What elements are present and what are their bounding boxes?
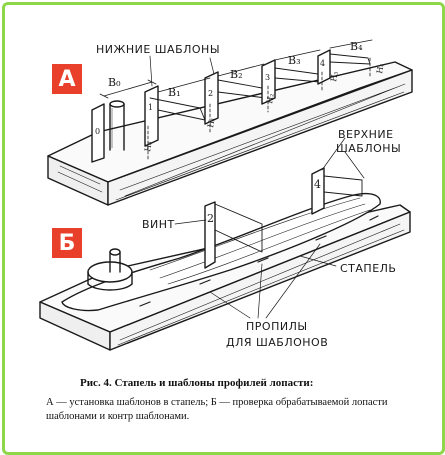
panel-b-drawing bbox=[39, 137, 411, 351]
dim-h0: H₀ bbox=[143, 141, 154, 153]
template-b4-number: 4 bbox=[314, 178, 321, 191]
dim-b1: B₁ bbox=[168, 86, 181, 99]
upper-templates-label-1: ВЕРХНИЕ bbox=[338, 128, 394, 141]
template-a0-number: 0 bbox=[95, 127, 100, 136]
dim-h3: H₃ bbox=[329, 71, 340, 83]
panel-a-drawing bbox=[47, 39, 413, 206]
dim-h4: H₄ bbox=[375, 63, 386, 75]
figure-caption-title: Рис. 4. Стапель и шаблоны профилей лопас… bbox=[80, 377, 314, 389]
dim-h1: H₁ bbox=[206, 117, 217, 129]
upper-templates-label-2: ШАБЛОНЫ bbox=[336, 142, 401, 155]
template-a3-number: 3 bbox=[265, 73, 270, 82]
lower-templates-label: НИЖНИЕ ШАБЛОНЫ bbox=[96, 43, 220, 56]
template-a4-number: 4 bbox=[320, 59, 325, 68]
slipway-illustration: А Б НИЖНИЕ ШАБЛОНЫ ВЕРХНИЕ ШАБЛОНЫ ВИНТ … bbox=[39, 39, 413, 351]
slipway-label: СТАПЕЛЬ bbox=[340, 262, 396, 275]
panel-b-letter: Б bbox=[59, 231, 76, 256]
cuts-label-2: ДЛЯ ШАБЛОНОВ bbox=[226, 336, 328, 349]
dim-b2: B₂ bbox=[230, 68, 243, 81]
dim-h2: H₂ bbox=[265, 93, 276, 105]
figure-caption-body: А — установка шаблонов в стапель; Б — пр… bbox=[46, 397, 388, 422]
template-a1-number: 1 bbox=[148, 103, 153, 112]
dim-b3: B₃ bbox=[288, 54, 301, 67]
cuts-label-1: ПРОПИЛЫ bbox=[246, 320, 308, 333]
dim-b4: B₄ bbox=[350, 40, 363, 53]
panel-b-badge bbox=[52, 228, 82, 258]
screw-label: ВИНТ bbox=[142, 218, 175, 231]
template-a2-number: 2 bbox=[208, 89, 213, 98]
panel-a-badge bbox=[52, 64, 82, 94]
dim-b0: B₀ bbox=[108, 76, 121, 89]
template-b2-number: 2 bbox=[207, 212, 214, 225]
panel-a-letter: А bbox=[58, 67, 75, 92]
